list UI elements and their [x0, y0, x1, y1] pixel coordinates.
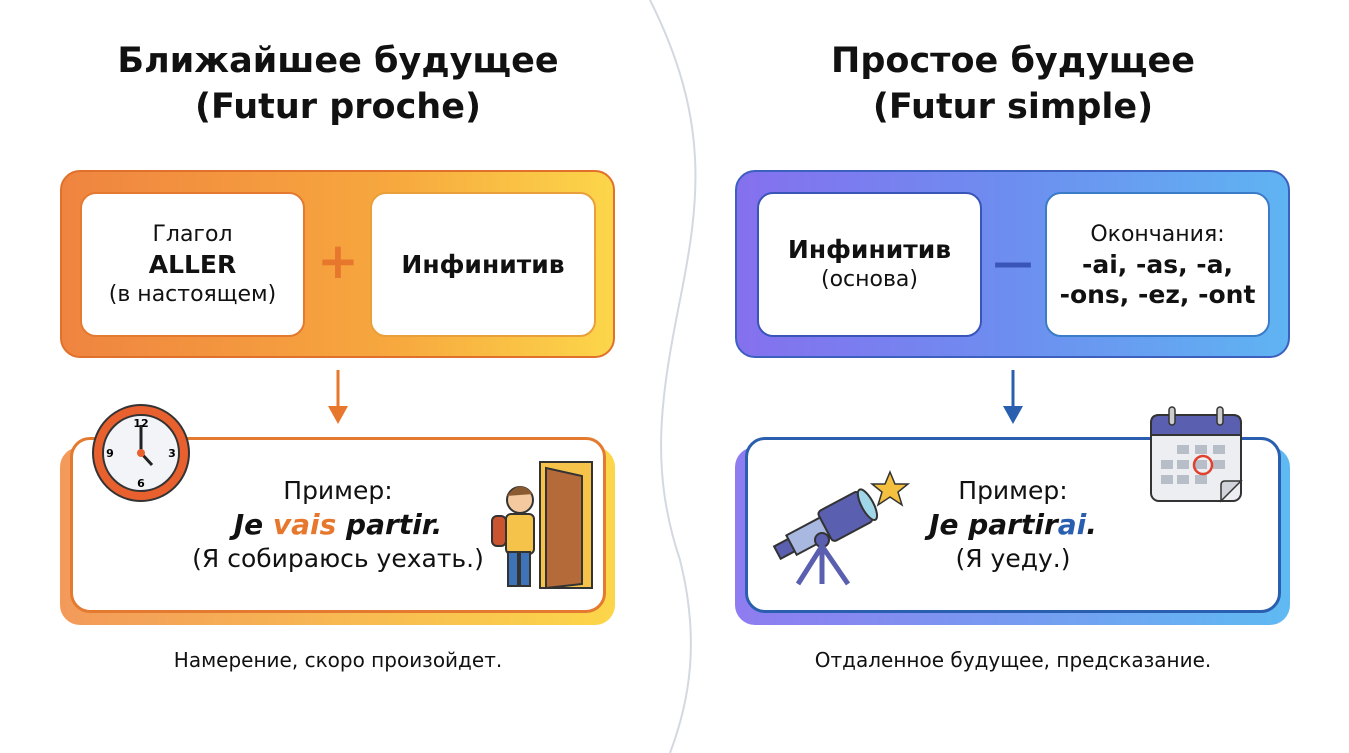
- box-text: Окончания:: [1090, 221, 1225, 247]
- svg-text:3: 3: [168, 447, 176, 460]
- example-sentence: Je vais partir.: [234, 508, 443, 542]
- title-line1: Простое будущее: [831, 41, 1195, 81]
- arrow-down-icon: [328, 370, 348, 424]
- example-label: Пример:: [958, 476, 1068, 505]
- person-door-icon: [491, 461, 593, 590]
- svg-text:9: 9: [106, 447, 114, 460]
- arrow-down-icon: [1003, 370, 1023, 424]
- infinitive-stem-box: Инфинитив (основа): [757, 192, 982, 337]
- svg-text:6: 6: [137, 477, 145, 490]
- futur-proche-title: Ближайшее будущее (Futur proche): [58, 38, 618, 130]
- example-label: Пример:: [283, 476, 393, 505]
- plus-operator: +: [317, 232, 359, 290]
- box-text: (основа): [820, 266, 918, 292]
- aller-box: Глагол ALLER (в настоящем): [80, 192, 305, 337]
- title-line2: (Futur simple): [872, 87, 1154, 127]
- calendar-icon: [1150, 406, 1243, 503]
- sentence-part: Je partir: [929, 508, 1058, 541]
- example-translation: (Я уеду.): [955, 544, 1071, 573]
- sentence-part: .: [1086, 508, 1097, 541]
- minus-operator: —: [993, 240, 1033, 286]
- endings-box: Окончания: -ai, -as, -a, -ons, -ez, -ont: [1045, 192, 1270, 337]
- infinitive-text: Инфинитив: [787, 234, 952, 264]
- title-line2: (Futur proche): [195, 87, 481, 127]
- infinitive-box: Инфинитив: [370, 192, 596, 337]
- divider-curve: [649, 0, 697, 753]
- sentence-part: Je: [233, 508, 273, 541]
- endings-text: -ons, -ez, -ont: [1059, 279, 1256, 309]
- sentence-highlight: ai: [1057, 508, 1087, 541]
- futur-proche-caption: Намерение, скоро произойдет.: [173, 648, 503, 672]
- telescope-icon: [772, 470, 910, 586]
- example-translation: (Я собираюсь уехать.): [192, 544, 484, 573]
- futur-simple-caption: Отдаленное будущее, предсказание.: [814, 648, 1212, 672]
- sentence-highlight: vais: [272, 508, 337, 541]
- example-sentence: Je partirai.: [929, 508, 1097, 542]
- svg-text:12: 12: [133, 417, 148, 430]
- title-line1: Ближайшее будущее: [117, 41, 559, 81]
- futur-simple-title: Простое будущее (Futur simple): [733, 38, 1293, 130]
- sentence-part: partir.: [336, 508, 443, 541]
- endings-text: -ai, -as, -a,: [1081, 249, 1234, 279]
- box-text: (в настоящем): [108, 281, 277, 307]
- clock-icon: 12 3 6 9: [92, 404, 190, 502]
- box-text: Глагол: [152, 221, 233, 247]
- aller-text: ALLER: [148, 249, 237, 279]
